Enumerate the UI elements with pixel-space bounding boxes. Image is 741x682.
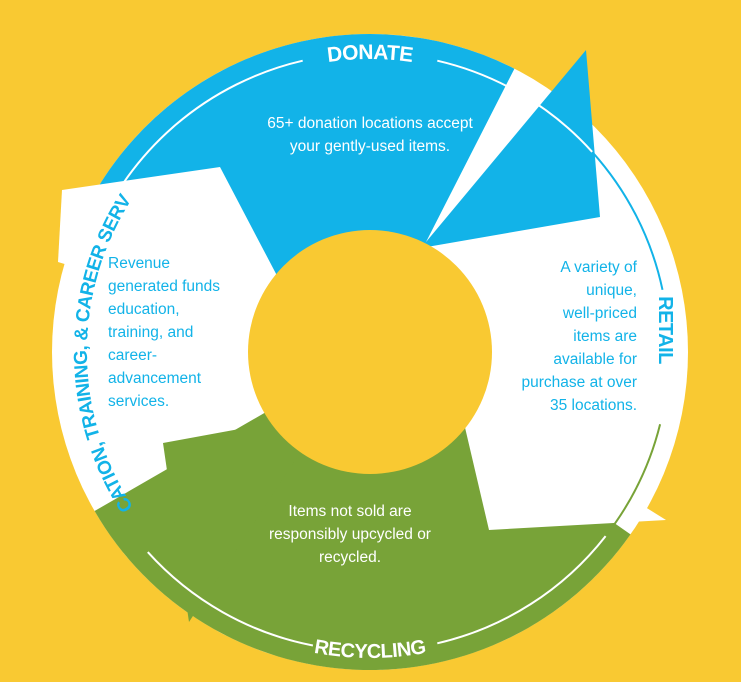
text-line: advancement xyxy=(108,370,202,387)
text-line: purchase at over xyxy=(521,374,637,391)
text-line: services. xyxy=(108,393,170,410)
ring-segment xyxy=(91,59,303,241)
text-line: Items not sold are xyxy=(288,503,412,520)
text-line: 65+ donation locations accept xyxy=(267,115,473,132)
retail-label: RETAIL xyxy=(654,296,676,364)
text-line: 35 locations. xyxy=(549,397,637,414)
text-line: well-priced xyxy=(562,305,637,322)
ring-segment xyxy=(147,551,314,647)
education-description: Revenue generated funds education, train… xyxy=(108,252,220,413)
donate-description: 65+ donation locations accept your gentl… xyxy=(170,112,570,158)
text-line: training, and xyxy=(108,324,194,341)
text-line: A variety of xyxy=(560,259,637,276)
retail-arrow-head xyxy=(456,389,666,530)
text-line: generated funds xyxy=(108,278,221,295)
text-line: education, xyxy=(108,301,180,318)
donate-arrow-head xyxy=(421,50,600,248)
recycling-arrow-head xyxy=(163,413,326,622)
ring-segment xyxy=(437,535,607,645)
ring-segment xyxy=(437,59,593,153)
recycling-description: Items not sold are responsibly upcycled … xyxy=(200,500,500,569)
text-line: Revenue xyxy=(108,255,171,272)
text-line: responsibly upcycled or xyxy=(269,526,431,543)
retail-description: A variety of unique, well-priced items a… xyxy=(437,256,637,417)
center-hole xyxy=(248,230,492,474)
text-line: career- xyxy=(108,347,158,364)
text-line: available for xyxy=(553,351,637,368)
ring-segment xyxy=(591,151,664,291)
text-line: items are xyxy=(573,328,637,345)
ring-line xyxy=(91,59,664,647)
text-line: unique, xyxy=(586,282,637,299)
education-arrow-head xyxy=(58,167,284,322)
text-line: your gently-used items. xyxy=(289,138,451,155)
ring-segment xyxy=(604,424,662,537)
text-line: recycled. xyxy=(318,549,382,566)
donate-label: DONATE xyxy=(326,41,415,67)
